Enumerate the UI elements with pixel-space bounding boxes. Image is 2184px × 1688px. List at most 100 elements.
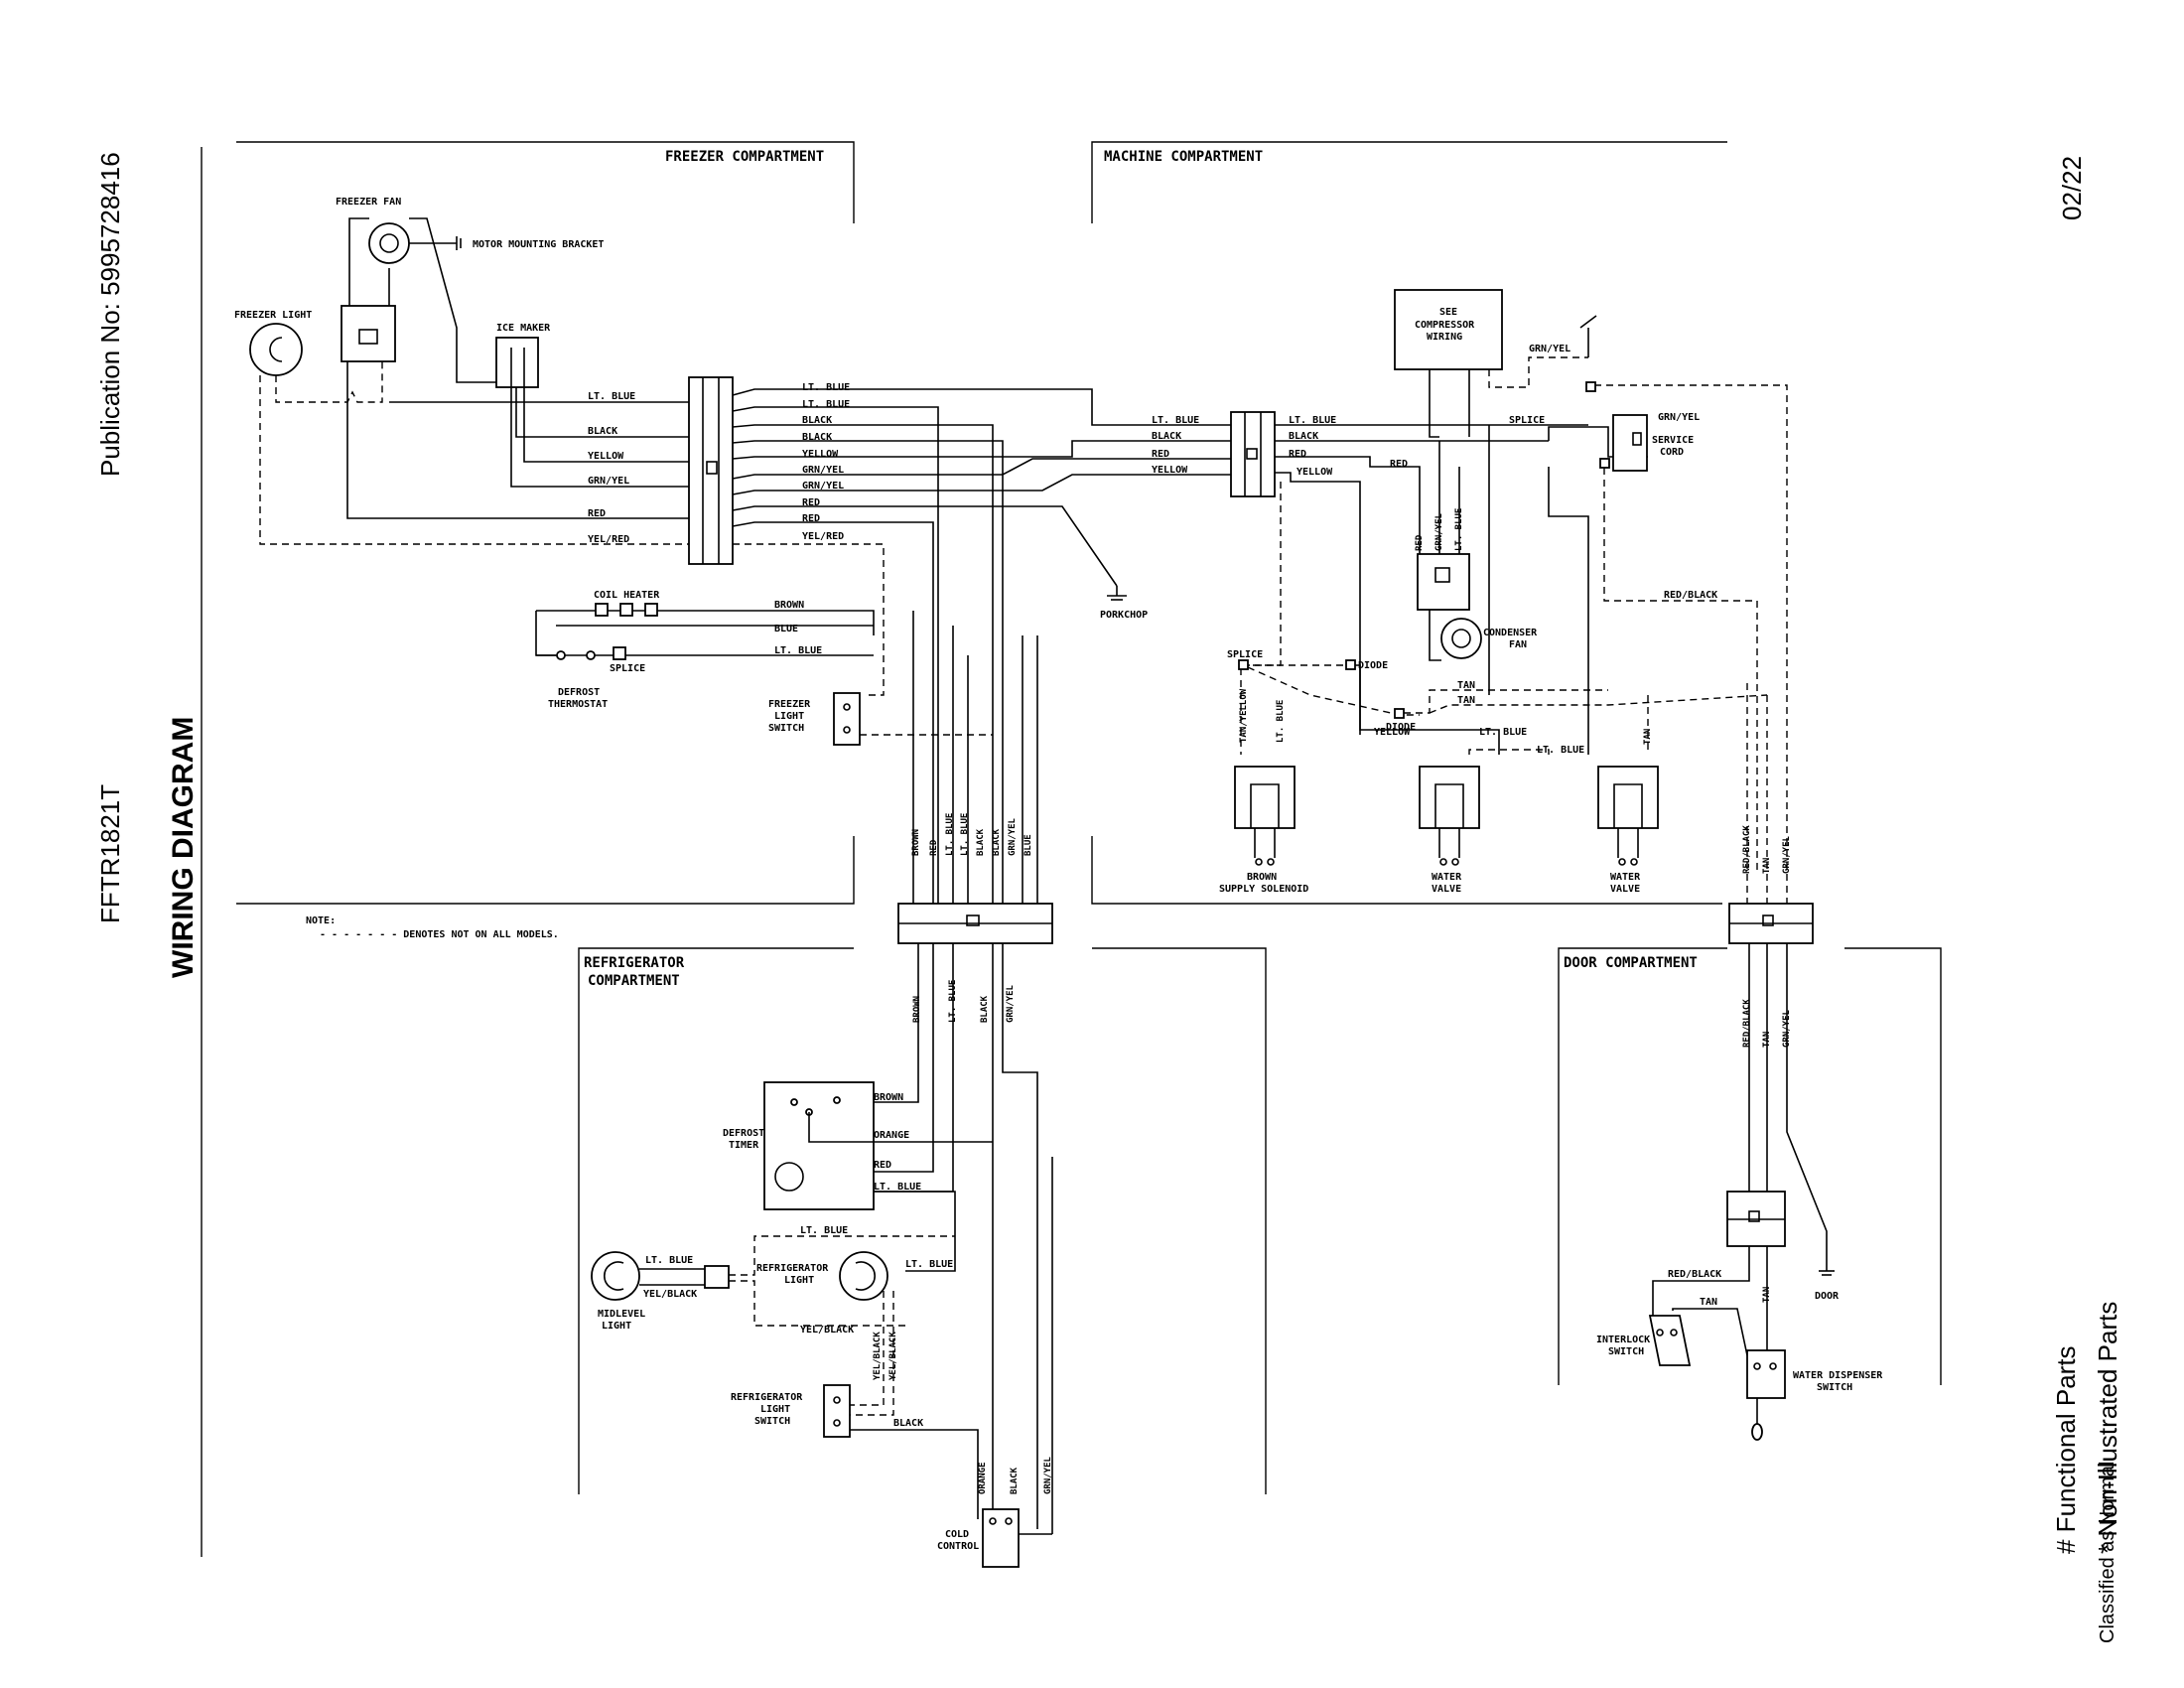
wire-label-grnyel-7: GRN/YEL bbox=[1529, 344, 1570, 354]
wire-label-yelred-2: YEL/RED bbox=[802, 531, 844, 542]
wire-label-red-6: RED bbox=[1152, 449, 1169, 460]
wire-label-blue-1: BLUE bbox=[774, 624, 798, 634]
wire-label-tan-4: TAN bbox=[1762, 858, 1772, 874]
defrost-timer-label: DEFROST bbox=[723, 1128, 764, 1139]
wire-label-brown-2: BROWN bbox=[911, 829, 921, 856]
refrigerator-light-label: REFRIGERATOR bbox=[756, 1263, 829, 1274]
condenser-fan bbox=[1417, 553, 1482, 661]
wire-label-tan-1: TAN bbox=[1457, 680, 1475, 691]
service-cord bbox=[1585, 381, 1648, 472]
freezer-light-switch-label-2: LIGHT bbox=[774, 711, 804, 722]
wire-label-black-4: BLACK bbox=[976, 828, 986, 856]
brown-supply-solenoid bbox=[1234, 766, 1296, 866]
door-ground bbox=[1819, 1270, 1835, 1276]
refrigerator-light-switch-label-3: SWITCH bbox=[754, 1416, 790, 1427]
machine-wires bbox=[1275, 424, 1648, 755]
defrost-timer bbox=[763, 1081, 875, 1210]
wire-label-red-8: RED bbox=[1390, 459, 1408, 470]
wire-label-tan-7: TAN bbox=[1700, 1297, 1717, 1308]
brown-solenoid-label: BROWN bbox=[1247, 872, 1277, 883]
wire-label-red-7: RED bbox=[1289, 449, 1306, 460]
defrost-timer-label-2: TIMER bbox=[729, 1140, 759, 1151]
service-cord-label: SERVICE bbox=[1652, 435, 1694, 446]
wire-label-grnyel-9: GRN/YEL bbox=[1434, 512, 1444, 551]
door-bundle-upper bbox=[1746, 635, 1788, 904]
splice-label-1: SPLICE bbox=[610, 663, 645, 674]
midlevel-light-label: MIDLEVEL bbox=[598, 1309, 645, 1320]
door-label: DOOR bbox=[1815, 1291, 1840, 1302]
interlock-switch-label: INTERLOCK bbox=[1596, 1335, 1650, 1345]
machine-connector bbox=[1230, 411, 1276, 497]
midlevel-light-label-2: LIGHT bbox=[602, 1321, 631, 1332]
freezer-fan-label: FREEZER FAN bbox=[336, 197, 401, 208]
wire-label-brown-3: BROWN bbox=[912, 996, 922, 1023]
defrost-thermostat-label: DEFROST bbox=[558, 687, 600, 698]
freezer-fan-connector bbox=[341, 217, 508, 383]
brown-solenoid-label-2: SUPPLY SOLENOID bbox=[1219, 884, 1308, 895]
ice-maker bbox=[495, 337, 539, 388]
wire-label-grnyel-11: GRN/YEL bbox=[1782, 1009, 1792, 1048]
water-valve-label-4: VALVE bbox=[1610, 884, 1640, 895]
wire-label-black-9: BLACK bbox=[1152, 431, 1181, 442]
freezer-light bbox=[249, 323, 303, 376]
midlevel-light bbox=[591, 1251, 730, 1301]
interlock-switch bbox=[1648, 1315, 1692, 1366]
wire-label-grnyel-6: GRN/YEL bbox=[1043, 1456, 1053, 1494]
wire-label-ltblue-7: LT. BLUE bbox=[948, 980, 958, 1023]
wire-label-black-8: BLACK bbox=[1010, 1467, 1020, 1494]
wire-label-red-3: RED bbox=[802, 513, 820, 524]
compartment-frames bbox=[236, 141, 1942, 1494]
ice-maker-label: ICE MAKER bbox=[496, 323, 551, 334]
coil-heater bbox=[535, 603, 875, 656]
coil-heater-label: COIL HEATER bbox=[594, 590, 660, 601]
wire-label-grnyel-5: GRN/YEL bbox=[1006, 984, 1016, 1023]
freezer-fan bbox=[368, 222, 462, 264]
motor-bracket-label: MOTOR MOUNTING BRACKET bbox=[473, 239, 604, 250]
wire-label-black-5: BLACK bbox=[992, 828, 1002, 856]
splice-label-2: SPLICE bbox=[1509, 415, 1545, 426]
wire-label-ltblue-5: LT. BLUE bbox=[945, 813, 955, 856]
splice-machine bbox=[1238, 659, 1249, 670]
water-valve-2 bbox=[1597, 766, 1659, 866]
water-dispenser-switch-label: WATER DISPENSER bbox=[1793, 1370, 1883, 1381]
wire-label-orange-1: ORANGE bbox=[874, 1130, 909, 1141]
wire-label-orange-2: ORANGE bbox=[978, 1462, 988, 1494]
wire-label-yelblack-2: YEL/BLACK bbox=[800, 1325, 854, 1336]
door-connector-2 bbox=[1652, 1191, 1786, 1350]
wire-label-ltblue-3: LT. BLUE bbox=[802, 399, 850, 410]
center-bundle bbox=[912, 611, 1038, 904]
wire-label-yellow-1: YELLOW bbox=[588, 451, 624, 462]
wire-label-yellow-5: YELLOW bbox=[1374, 727, 1411, 738]
water-valve-label: WATER bbox=[1432, 872, 1462, 883]
interlock-switch-label-2: SWITCH bbox=[1608, 1346, 1644, 1357]
door-compartment-title: DOOR COMPARTMENT bbox=[1564, 955, 1698, 971]
compressor-box bbox=[1394, 289, 1588, 438]
porkchop-ground bbox=[1107, 586, 1127, 601]
wire-label-red-5: RED bbox=[874, 1160, 891, 1171]
wire-label-yelred-1: YEL/RED bbox=[588, 534, 629, 545]
cold-control-label-2: CONTROL bbox=[937, 1541, 979, 1552]
wire-label-tan-2: TAN bbox=[1457, 695, 1475, 706]
wire-label-red-2: RED bbox=[802, 497, 820, 508]
wire-label-yelblack-4: YEL/BLACK bbox=[888, 1332, 898, 1380]
wire-label-grnyel-8: GRN/YEL bbox=[1658, 412, 1700, 423]
wire-label-grnyel-3: GRN/YEL bbox=[802, 481, 844, 492]
refrigerator-compartment-title-2: COMPARTMENT bbox=[588, 973, 680, 989]
wire-label-ltblue-8: LT. BLUE bbox=[874, 1182, 921, 1193]
ground-symbol-top bbox=[1579, 315, 1597, 357]
defrost-thermostat-label-2: THERMOSTAT bbox=[548, 699, 608, 710]
wire-label-red-1: RED bbox=[588, 508, 606, 519]
wire-label-ltblue-11: LT. BLUE bbox=[905, 1259, 953, 1270]
splice-label-3: SPLICE bbox=[1227, 649, 1263, 660]
machine-compartment-title: MACHINE COMPARTMENT bbox=[1104, 149, 1263, 165]
cold-control-label: COLD bbox=[945, 1529, 969, 1540]
wire-label-ltblue-12: LT. BLUE bbox=[1152, 415, 1199, 426]
water-valve-1 bbox=[1419, 766, 1480, 866]
wire-label-black-2: BLACK bbox=[802, 415, 832, 426]
compressor-label-2: COMPRESSOR bbox=[1415, 320, 1475, 331]
water-dispenser-switch bbox=[1746, 1349, 1786, 1441]
wire-label-tan-6: TAN bbox=[1762, 1287, 1772, 1303]
cold-control bbox=[982, 1157, 1053, 1568]
wire-label-brown-1: BROWN bbox=[774, 600, 804, 611]
